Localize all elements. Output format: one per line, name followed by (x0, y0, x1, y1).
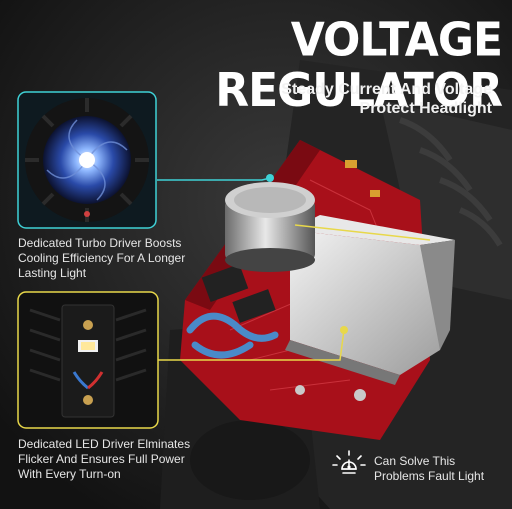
capacitor-icon (225, 182, 315, 272)
wires (186, 312, 279, 359)
turbo-caption-line-3: Lasting Light (18, 266, 87, 280)
led-caption-line-1: Dedicated LED Driver Elminates (18, 437, 191, 451)
subtitle-line-2: Protect Headlight (359, 100, 492, 117)
led-caption: Dedicated LED Driver Elminates Flicker A… (18, 437, 218, 482)
fault-caption-line-1: Can Solve This (374, 454, 456, 468)
led-chip-icon (29, 304, 147, 418)
turbo-caption-line-1: Dedicated Turbo Driver Boosts (18, 236, 182, 250)
led-caption-line-3: With Every Turn-on (18, 467, 121, 481)
subtitle: Steady Current And Voltage Protect Headl… (232, 80, 492, 118)
fault-caption-line-2: Problems Fault Light (374, 469, 485, 483)
warning-light-icon (332, 450, 366, 474)
fan-icon (25, 98, 149, 222)
turbo-caption-line-2: Cooling Efficiency For A Longer (18, 251, 186, 265)
fault-caption: Can Solve This Problems Fault Light (374, 454, 506, 484)
led-caption-line-2: Flicker And Ensures Full Power (18, 452, 185, 466)
subtitle-line-1: Steady Current And Voltage (281, 81, 492, 98)
page-title: VOLTAGE REGULATOR (215, 13, 503, 118)
turbo-caption: Dedicated Turbo Driver Boosts Cooling Ef… (18, 236, 208, 281)
